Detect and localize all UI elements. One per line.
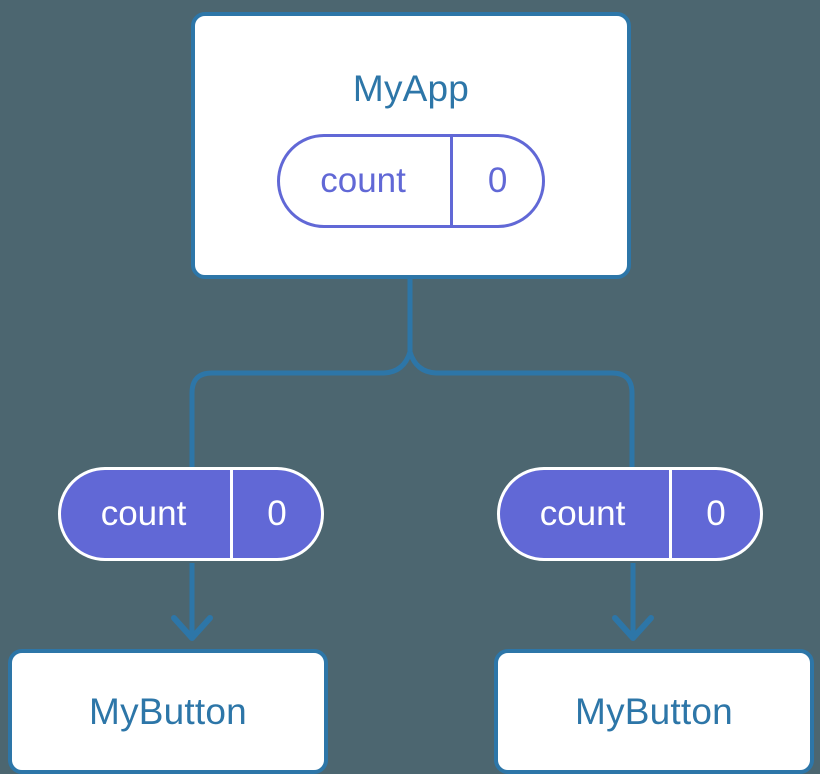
component-box-mybutton-left[interactable]: MyButton — [8, 649, 328, 774]
state-pill-value: 0 — [450, 137, 542, 225]
props-pill-left-value: 0 — [230, 470, 321, 558]
component-title-mybutton-left: MyButton — [89, 690, 247, 732]
props-pill-right-value: 0 — [669, 470, 760, 558]
branch-line-left — [189, 351, 413, 467]
props-pill-right-key: count — [539, 494, 626, 533]
arrow-head-right-icon — [612, 615, 654, 641]
component-title-myapp: MyApp — [352, 68, 470, 109]
arrow-head-left-icon — [171, 615, 213, 641]
state-pill-myapp[interactable]: count 0 — [277, 134, 545, 228]
props-pill-right[interactable]: count 0 — [497, 467, 763, 561]
state-pill-key: count — [320, 161, 406, 200]
props-pill-left[interactable]: count 0 — [58, 467, 324, 561]
component-title-mybutton-right: MyButton — [575, 690, 733, 732]
props-pill-left-key: count — [100, 494, 187, 533]
branch-line-right — [407, 351, 635, 467]
component-box-mybutton-right[interactable]: MyButton — [494, 649, 814, 774]
